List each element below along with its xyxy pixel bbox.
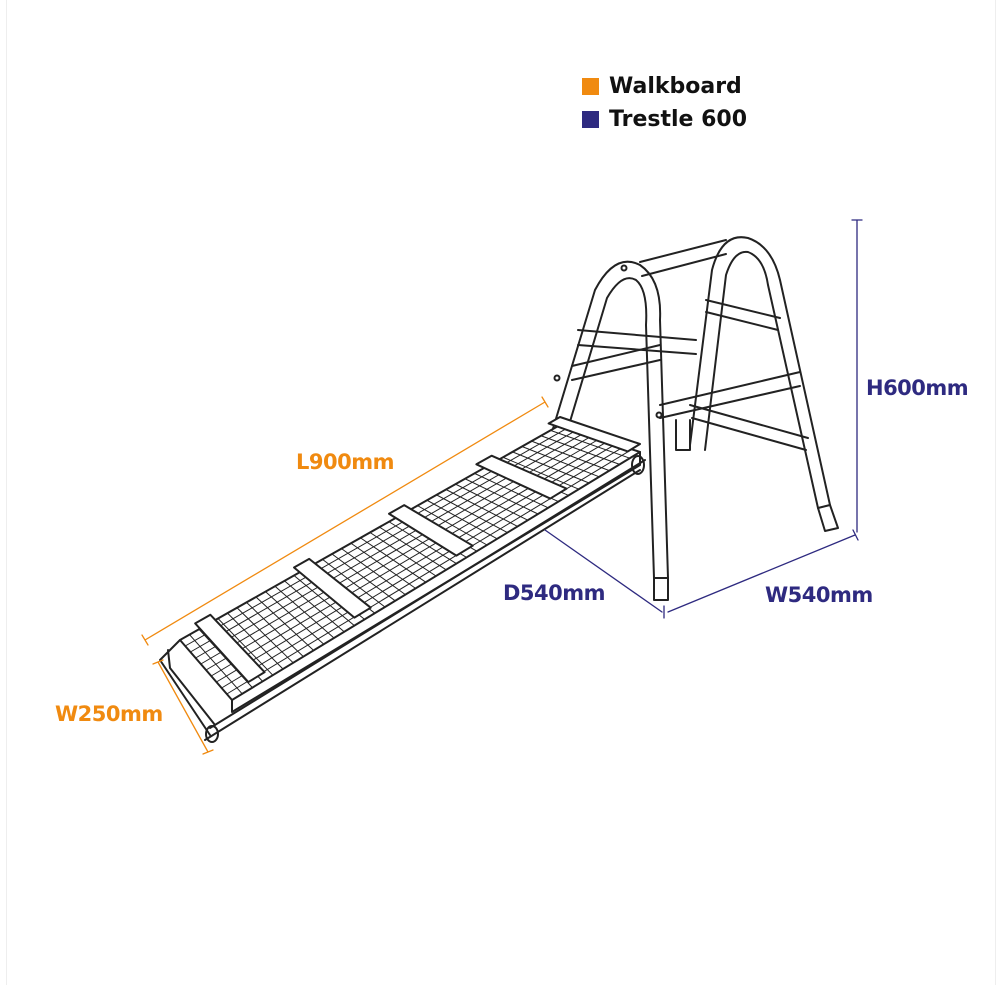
trestle-front-frame bbox=[544, 260, 801, 601]
grating-bar bbox=[274, 585, 335, 639]
grating-bar bbox=[293, 575, 355, 627]
board-cleat bbox=[194, 613, 266, 684]
grating-bar bbox=[379, 526, 447, 571]
depth-label: D540mm bbox=[503, 581, 606, 605]
grating-bar bbox=[189, 634, 243, 695]
trestle-width-label: W540mm bbox=[765, 583, 873, 607]
grating-bar bbox=[550, 429, 631, 459]
grating-bar bbox=[246, 601, 304, 658]
trestle-dimensions bbox=[544, 219, 863, 619]
board-cleat bbox=[293, 557, 372, 619]
grating-bar bbox=[284, 580, 345, 633]
grating-bar bbox=[331, 553, 396, 602]
grating-bar bbox=[417, 505, 488, 546]
grating-bar bbox=[255, 596, 315, 651]
legend-label: Walkboard bbox=[609, 74, 742, 99]
board-cleat bbox=[388, 504, 474, 557]
grating-bar bbox=[236, 607, 294, 664]
trestle-swatch bbox=[582, 111, 599, 128]
grating-bar bbox=[474, 472, 549, 509]
grating-bar bbox=[369, 532, 437, 577]
grating-bar bbox=[531, 440, 610, 472]
walkboard bbox=[159, 416, 646, 743]
grating-bar bbox=[322, 558, 386, 608]
grating-bar bbox=[445, 489, 519, 527]
grating-bar bbox=[464, 478, 539, 515]
image-frame bbox=[6, 0, 996, 985]
walkboard-dimensions bbox=[141, 396, 549, 755]
grating-bar bbox=[227, 612, 284, 670]
trestle-back-frame bbox=[639, 236, 839, 532]
legend-item-walkboard: Walkboard bbox=[582, 70, 747, 103]
grating-bar bbox=[217, 618, 274, 676]
board-cleat bbox=[547, 416, 641, 453]
grating-bar bbox=[455, 483, 529, 521]
length-label: L900mm bbox=[296, 450, 394, 474]
grating-bar bbox=[512, 451, 590, 484]
legend-item-trestle: Trestle 600 bbox=[582, 103, 747, 136]
legend-label: Trestle 600 bbox=[609, 107, 748, 132]
walkboard-swatch bbox=[582, 78, 599, 95]
grating-bar bbox=[521, 446, 600, 478]
legend: Walkboard Trestle 600 bbox=[582, 70, 747, 136]
grating-bar bbox=[502, 456, 580, 490]
grating-bar bbox=[436, 494, 508, 534]
grating-bar bbox=[360, 537, 427, 583]
grating-bar bbox=[426, 499, 498, 540]
grating-bar bbox=[388, 521, 457, 565]
grating-bar bbox=[540, 435, 621, 465]
grating-bar bbox=[350, 542, 417, 589]
board-width-label: W250mm bbox=[55, 702, 163, 726]
board-cleat bbox=[475, 454, 568, 500]
grating-bar bbox=[341, 548, 406, 596]
grating-bar bbox=[265, 591, 325, 645]
height-label: H600mm bbox=[866, 376, 969, 400]
